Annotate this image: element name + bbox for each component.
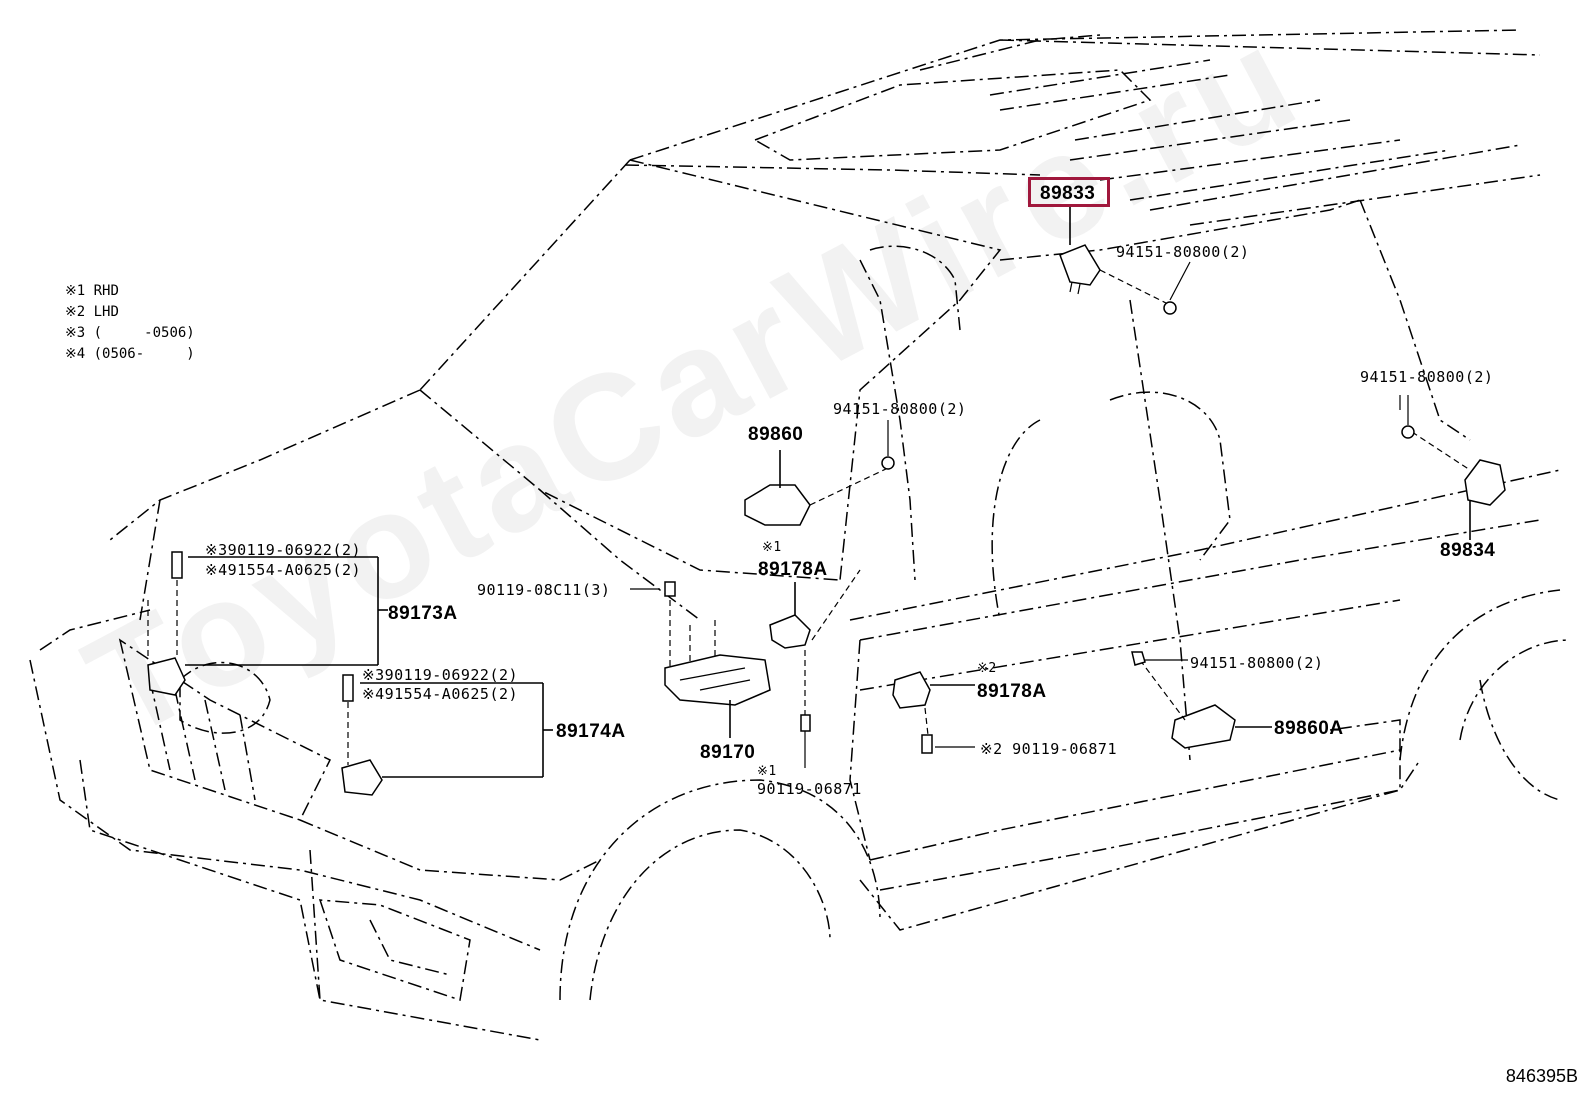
label-94151-80800-a[interactable]: 94151-80800(2) <box>1116 243 1250 261</box>
label-89860[interactable]: 89860 <box>748 424 804 445</box>
part-89860A-sensor[interactable] <box>1171 704 1236 749</box>
bolt-icon <box>171 551 183 579</box>
legend-item: ※1 RHD <box>65 283 119 299</box>
a-pillar <box>859 259 916 581</box>
label-89178A-lower[interactable]: 89178A <box>977 681 1047 702</box>
roof-panel <box>753 69 1152 161</box>
part-89834-sensor[interactable] <box>1464 459 1506 506</box>
label-89860A[interactable]: 89860A <box>1274 718 1344 739</box>
diagram-reference: 846395B <box>1505 1066 1578 1086</box>
nut-icon <box>1163 301 1177 315</box>
label-89833[interactable]: 89833 <box>1040 183 1096 204</box>
label-group1-bolt[interactable]: ※390119-06922(2) <box>205 541 362 559</box>
note-rhd-marker: ※1 <box>757 764 777 779</box>
legend-item: ※3 ( -0506) <box>65 325 195 341</box>
part-89170-airbag-ecu[interactable] <box>664 654 771 706</box>
note-lhd-marker: ※2 <box>977 661 997 676</box>
seat-front <box>991 391 1231 621</box>
part-89833-sensor[interactable] <box>1059 244 1101 295</box>
label-89170[interactable]: 89170 <box>700 742 756 763</box>
label-90119-06871-rhd[interactable]: 90119-06871 <box>757 780 862 798</box>
bolt-icon <box>921 734 933 754</box>
side-step <box>859 719 1401 931</box>
windshield <box>419 159 1002 581</box>
highlight-box <box>1028 177 1110 207</box>
label-90119-08C11[interactable]: 90119-08C11(3) <box>477 581 611 599</box>
label-89173A[interactable]: 89173A <box>388 603 458 624</box>
b-pillar <box>1129 299 1191 761</box>
roof-rail <box>1149 144 1541 226</box>
front-wheel-arch <box>559 779 881 1001</box>
part-89173A-sensor[interactable] <box>147 657 186 696</box>
front-bumper <box>29 659 541 951</box>
label-89834[interactable]: 89834 <box>1440 540 1496 561</box>
clip-icon <box>1131 651 1146 666</box>
door-front <box>849 639 871 861</box>
label-94151-80800-d[interactable]: 94151-80800(2) <box>1190 654 1324 672</box>
label-group2-nut[interactable]: ※491554-A0625(2) <box>362 685 519 703</box>
label-90119-06871-lhd[interactable]: ※2 90119-06871 <box>980 740 1117 758</box>
label-94151-80800-b[interactable]: 94151-80800(2) <box>833 400 967 418</box>
bolt-icon <box>800 714 811 732</box>
label-89178A-upper[interactable]: 89178A <box>758 559 828 580</box>
part-89860-sensor[interactable] <box>744 484 811 526</box>
bolt-icon <box>342 674 354 702</box>
bolt-icon <box>664 581 676 597</box>
roof-outline <box>419 29 1541 391</box>
note-rhd-marker: ※1 <box>762 540 782 555</box>
part-89178A-upper[interactable] <box>769 614 811 649</box>
label-group2-bolt[interactable]: ※390119-06922(2) <box>362 666 519 684</box>
label-89174A[interactable]: 89174A <box>556 721 626 742</box>
part-89178A-lower[interactable] <box>892 671 931 709</box>
headlamp <box>179 661 271 734</box>
legend-item: ※4 (0506- ) <box>65 346 195 362</box>
rear-wheel-arch <box>1399 589 1561 761</box>
grille <box>118 638 332 821</box>
label-group1-nut[interactable]: ※491554-A0625(2) <box>205 561 362 579</box>
label-94151-80800-c[interactable]: 94151-80800(2) <box>1360 368 1494 386</box>
nut-icon <box>881 456 895 470</box>
legend-item: ※2 LHD <box>65 304 119 320</box>
hood <box>109 389 701 621</box>
door-line <box>859 519 1541 641</box>
nut-icon <box>1401 425 1415 439</box>
part-89174A-sensor[interactable] <box>341 759 383 796</box>
